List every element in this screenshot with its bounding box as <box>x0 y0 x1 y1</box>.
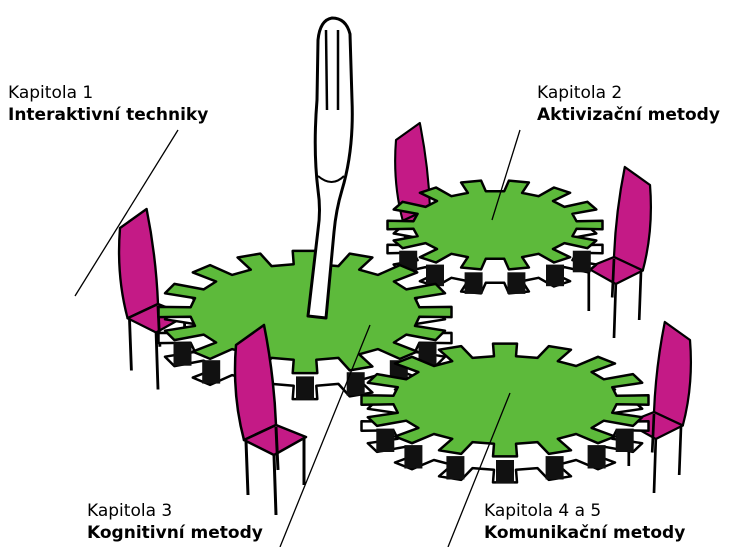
tooth-shadow <box>546 265 564 287</box>
tooth-shadow <box>174 342 192 365</box>
tooth-shadow <box>446 456 464 479</box>
tooth-shadow <box>376 429 394 452</box>
tooth-shadow <box>465 272 483 294</box>
label-chapter-1: Kapitola 1 Interaktivní techniky <box>8 82 208 126</box>
table-komunikacni <box>362 344 649 484</box>
tables-group <box>159 181 649 484</box>
table-top <box>159 251 452 373</box>
chapter-number: Kapitola 3 <box>87 500 263 522</box>
chapter-title: Aktivizační metody <box>537 104 720 126</box>
chair-back <box>614 167 651 271</box>
label-chapter-4-5: Kapitola 4 a 5 Komunikační metody <box>484 500 685 544</box>
chapter-number: Kapitola 1 <box>8 82 208 104</box>
tooth-shadow <box>616 429 634 452</box>
tooth-shadow <box>546 456 564 479</box>
chapter-number: Kapitola 2 <box>537 82 720 104</box>
chair-back <box>119 209 158 318</box>
tooth-shadow <box>496 460 514 483</box>
tooth-shadow <box>202 360 220 383</box>
chapter-title: Interaktivní techniky <box>8 104 208 126</box>
chapter-number: Kapitola 4 a 5 <box>484 500 685 522</box>
chapter-title: Komunikační metody <box>484 522 685 544</box>
table-top <box>388 181 603 270</box>
label-chapter-2: Kapitola 2 Aktivizační metody <box>537 82 720 126</box>
chair-back <box>654 322 691 426</box>
tooth-shadow <box>296 376 314 399</box>
chapter-title: Kognitivní metody <box>87 522 263 544</box>
table-top <box>362 344 649 457</box>
tooth-shadow <box>404 445 422 468</box>
label-chapter-3: Kapitola 3 Kognitivní metody <box>87 500 263 544</box>
tooth-shadow <box>588 445 606 468</box>
tooth-shadow <box>507 272 525 294</box>
tooth-shadow <box>573 251 591 273</box>
